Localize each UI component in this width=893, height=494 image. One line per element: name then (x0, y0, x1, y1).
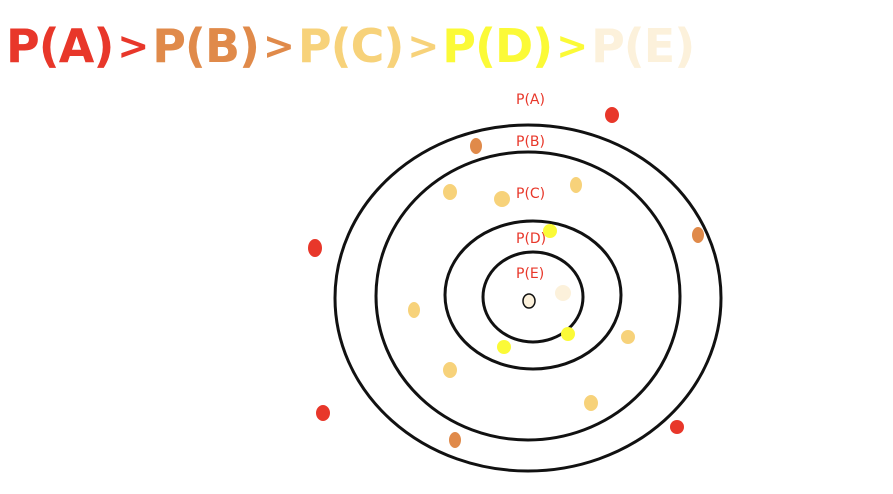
dot-d (497, 340, 511, 354)
dot-b (470, 138, 482, 154)
headline-term-d: P(D) (442, 19, 553, 73)
label-a: P(A) (516, 92, 545, 108)
dot-a (670, 420, 684, 434)
dot-e (555, 285, 571, 301)
dot-a (316, 405, 330, 421)
dot-c (494, 191, 510, 207)
dot-b (449, 432, 461, 448)
label-b: P(B) (516, 134, 545, 150)
headline-term-b: P(B) (152, 19, 260, 73)
probability-order-headline: P(A) > P(B) > P(C) > P(D) > P(E) (6, 16, 695, 76)
dot-c (584, 395, 598, 411)
ring-c (374, 150, 682, 442)
dot-c (570, 177, 582, 193)
dot-c (443, 184, 457, 200)
label-d: P(D) (516, 231, 546, 247)
headline-term-e: P(E) (591, 19, 695, 73)
headline-separator-2: > (263, 24, 295, 68)
ring-b (333, 123, 723, 473)
dot-c (408, 302, 420, 318)
headline-separator-4: > (556, 24, 588, 68)
ring-e (481, 250, 585, 344)
dot-d (561, 327, 575, 341)
headline-separator-1: > (117, 24, 149, 68)
headline-term-a: P(A) (6, 19, 114, 73)
headline-separator-3: > (407, 24, 439, 68)
dot-c (621, 330, 635, 344)
ring-d (443, 219, 623, 371)
label-e: P(E) (516, 266, 544, 282)
dot-d (543, 224, 557, 238)
dot-a (605, 107, 619, 123)
center-dot-e (522, 293, 536, 309)
dot-c (443, 362, 457, 378)
headline-term-c: P(C) (297, 19, 405, 73)
dot-a (308, 239, 322, 257)
dot-b (692, 227, 704, 243)
label-c: P(C) (516, 186, 545, 202)
